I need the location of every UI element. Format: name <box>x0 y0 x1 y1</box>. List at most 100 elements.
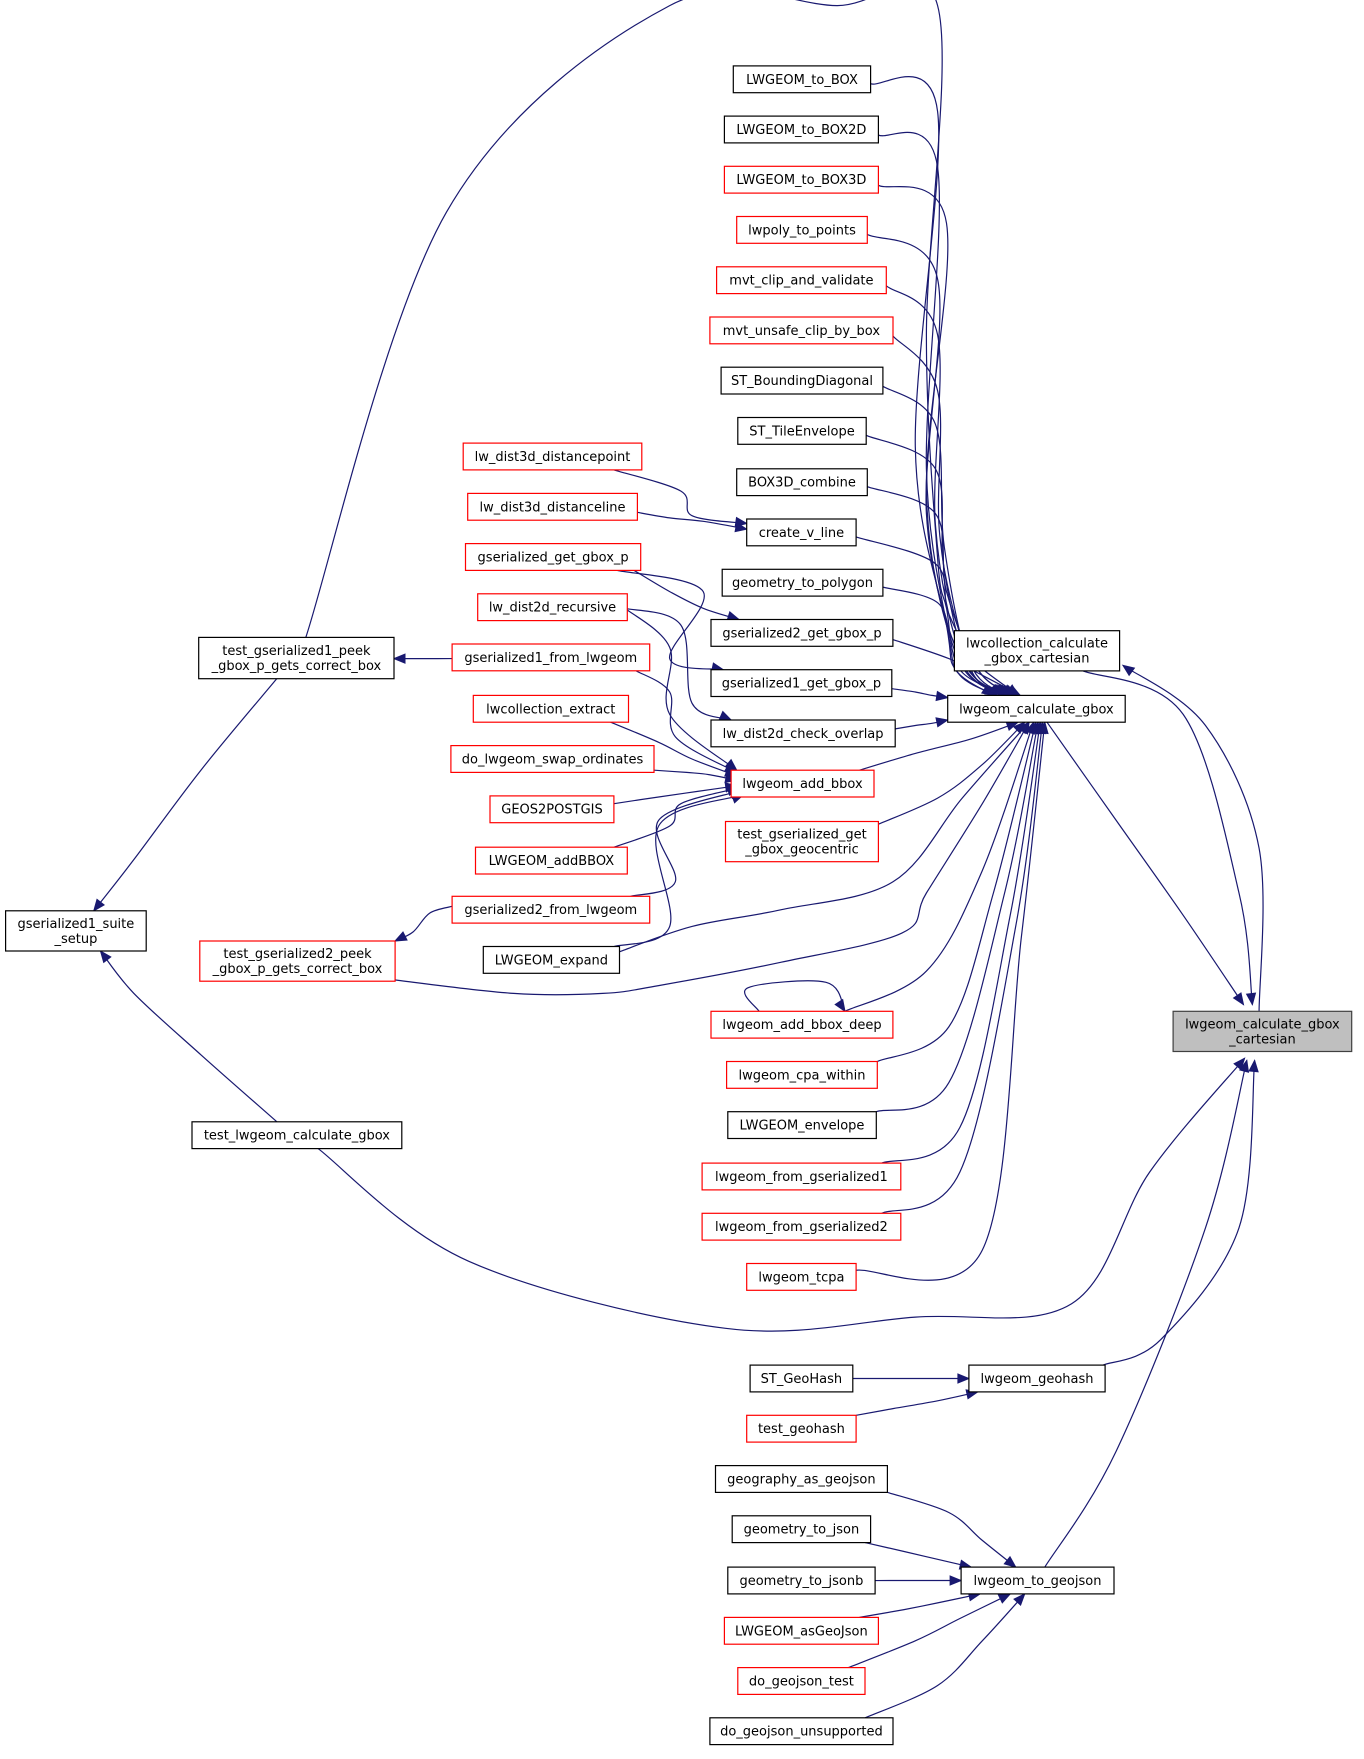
edge-line <box>317 1057 1246 1332</box>
node-gs2-from-lwgeom[interactable]: gserialized2_from_lwgeom <box>451 895 651 924</box>
node-label: geometry_to_json <box>744 1523 860 1538</box>
edge-line <box>882 385 1010 696</box>
node-lwgeom-cpa-within[interactable]: lwgeom_cpa_within <box>725 1060 878 1089</box>
node-label: test_lwgeom_calculate_gbox <box>204 1129 390 1144</box>
node-lwgeom-add-bbox[interactable]: lwgeom_add_bbox <box>730 769 875 798</box>
edge-arrowhead <box>92 898 105 912</box>
node-do-geojson-test[interactable]: do_geojson_test <box>737 1666 866 1695</box>
edge-line <box>848 1593 1011 1669</box>
node-mvt-clip-validate[interactable]: mvt_clip_and_validate <box>715 266 887 295</box>
edge-test_gs1_peek-to-gs1_suite_setup <box>92 678 278 912</box>
node-label: create_v_line <box>759 526 844 541</box>
edge-line <box>875 722 1039 1113</box>
node-label: ST_GeoHash <box>761 1372 842 1387</box>
node-label: gserialized2_get_gbox_p <box>722 626 881 641</box>
node-test-gs1-peek[interactable]: test_gserialized1_peek_gbox_p_gets_corre… <box>198 636 395 680</box>
node-box <box>730 769 875 798</box>
edge-line <box>887 1491 1017 1568</box>
node-lwgeom-to-box2d[interactable]: LWGEOM_to_BOX2D <box>723 115 880 144</box>
node-lwgeom-envelope[interactable]: LWGEOM_envelope <box>727 1111 877 1140</box>
node-lw-dist3d-distline[interactable]: lw_dist3d_distanceline <box>467 492 639 521</box>
node-lwgeom-tcpa[interactable]: lwgeom_tcpa <box>746 1262 857 1291</box>
edge-line <box>617 569 724 671</box>
node-box <box>737 416 867 445</box>
edge-line <box>637 511 747 530</box>
node-lwgeom-to-geojson[interactable]: lwgeom_to_geojson <box>960 1566 1115 1595</box>
edge-line <box>635 670 738 773</box>
edge-arrowhead <box>1248 1059 1259 1073</box>
node-gs1-from-lwgeom[interactable]: gserialized1_from_lwgeom <box>451 643 651 672</box>
node-label: mvt_clip_and_validate <box>729 274 873 289</box>
edge-line <box>1044 1060 1248 1568</box>
node-gs1-suite-setup[interactable]: gserialized1_suite_setup <box>4 910 147 952</box>
node-lwgeom-add-bbox-deep[interactable]: lwgeom_add_bbox_deep <box>710 1010 894 1039</box>
node-test-gs2-peek[interactable]: test_gserialized2_peek_gbox_p_gets_corre… <box>199 940 396 982</box>
node-do-geojson-unsupported[interactable]: do_geojson_unsupported <box>709 1717 894 1746</box>
node-label: do_geojson_unsupported <box>720 1725 883 1740</box>
edge-line <box>1102 1060 1256 1366</box>
node-box <box>450 744 655 773</box>
node-lwgeom-to-box[interactable]: LWGEOM_to_BOX <box>732 65 872 94</box>
node-mvt-unsafe-clip[interactable]: mvt_unsafe_clip_by_box <box>709 316 894 345</box>
edge-line <box>856 722 1046 1281</box>
node-lw-dist2d-recursive[interactable]: lw_dist2d_recursive <box>477 593 628 622</box>
node-lwgeom-from-gs1[interactable]: lwgeom_from_gserialized1 <box>701 1162 902 1191</box>
node-geometry-to-json[interactable]: geometry_to_json <box>731 1515 872 1544</box>
edge-line <box>881 722 1041 1164</box>
node-label: LWGEOM_envelope <box>740 1119 865 1134</box>
edge-line <box>613 787 740 848</box>
node-label: lwgeom_calculate_gbox <box>1185 1017 1340 1032</box>
edge-lwgeom_envelope-to-lwgeom_calc_gbox <box>875 720 1042 1113</box>
edge-line <box>654 769 737 781</box>
node-do-swap-ord[interactable]: do_lwgeom_swap_ordinates <box>450 744 655 773</box>
node-label: lwcollection_calculate <box>966 637 1108 652</box>
node-label: geometry_to_polygon <box>732 576 873 591</box>
node-test-lwgeom-calc-gbox[interactable]: test_lwgeom_calculate_gbox <box>191 1121 403 1150</box>
node-box <box>746 518 857 547</box>
node-label: test_gserialized_get <box>737 828 867 843</box>
node-test-gs-get-gbox-geoc[interactable]: test_gserialized_get_gbox_geocentric <box>724 820 879 863</box>
node-lwgeom-to-box3d[interactable]: LWGEOM_to_BOX3D <box>723 165 880 194</box>
node-lwgeom-addbbox-cap[interactable]: LWGEOM_addBBOX <box>474 846 628 875</box>
node-lwcoll-extract[interactable]: lwcollection_extract <box>472 694 630 723</box>
node-box <box>477 593 628 622</box>
node-lw-dist2d-check-overlap[interactable]: lw_dist2d_check_overlap <box>710 719 896 748</box>
node-lw-dist3d-distpoint[interactable]: lw_dist3d_distancepoint <box>462 442 643 471</box>
node-geometry-to-jsonb[interactable]: geometry_to_jsonb <box>727 1566 876 1595</box>
node-test-geohash[interactable]: test_geohash <box>746 1414 857 1443</box>
node-geometry-to-polygon[interactable]: geometry_to_polygon <box>721 568 884 597</box>
node-gs-get-gbox-p[interactable]: gserialized_get_gbox_p <box>464 542 642 571</box>
edge-geometry_to_json-to-lwgeom_to_geojson <box>864 1542 973 1570</box>
node-lwgeom-geohash[interactable]: lwgeom_geohash <box>968 1364 1106 1393</box>
node-st-tile-envelope[interactable]: ST_TileEnvelope <box>737 416 867 445</box>
node-lwcoll-gbox-cart[interactable]: lwcollection_calculate_gbox_cartesian <box>953 630 1121 672</box>
node-create-v-line[interactable]: create_v_line <box>746 518 857 547</box>
node-geography-as-geojson[interactable]: geography_as_geojson <box>714 1464 888 1493</box>
edge-root-to-lwcoll_gbox_cart <box>1121 664 1264 1012</box>
node-lwgeom-expand[interactable]: LWGEOM_expand <box>482 945 621 974</box>
node-st-geohash[interactable]: ST_GeoHash <box>749 1364 854 1393</box>
node-lwpoly-to-points[interactable]: lwpoly_to_points <box>736 215 868 244</box>
node-box3d-combine[interactable]: BOX3D_combine <box>736 468 868 497</box>
node-lwgeom-calc-gbox[interactable]: lwgeom_calculate_gbox <box>947 694 1126 723</box>
edge-gs1_get_gbox_p-to-lwgeom_calc_gbox <box>891 688 950 702</box>
edge-arrowhead <box>1013 1592 1026 1606</box>
node-label: _gbox_p_gets_correct_box <box>212 962 383 977</box>
edge-line <box>613 469 747 525</box>
edge-lw_dist2d_check_overlap-to-lwgeom_calc_gbox <box>895 717 949 730</box>
edge-lwgeom_from_gs1-to-lwgeom_calc_gbox <box>881 720 1044 1164</box>
edge-line <box>882 586 1019 696</box>
node-geos2postgis[interactable]: GEOS2POSTGIS <box>489 795 615 824</box>
node-lwgeom-asgeojson-cap[interactable]: LWGEOM_asGeoJson <box>723 1616 880 1645</box>
node-box <box>474 846 628 875</box>
node-box <box>191 1121 403 1150</box>
node-gs2-get-gbox-p[interactable]: gserialized2_get_gbox_p <box>710 618 894 647</box>
node-gs1-get-gbox-p[interactable]: gserialized1_get_gbox_p <box>710 669 893 698</box>
node-st-bounding-diag[interactable]: ST_BoundingDiagonal <box>720 366 884 395</box>
node-box <box>721 568 884 597</box>
edge-arrowhead <box>1121 664 1136 677</box>
node-label: LWGEOM_expand <box>495 953 608 968</box>
node-lwgeom-from-gs2[interactable]: lwgeom_from_gserialized2 <box>701 1212 902 1241</box>
node-box <box>710 669 893 698</box>
node-label: gserialized_get_gbox_p <box>478 551 629 566</box>
